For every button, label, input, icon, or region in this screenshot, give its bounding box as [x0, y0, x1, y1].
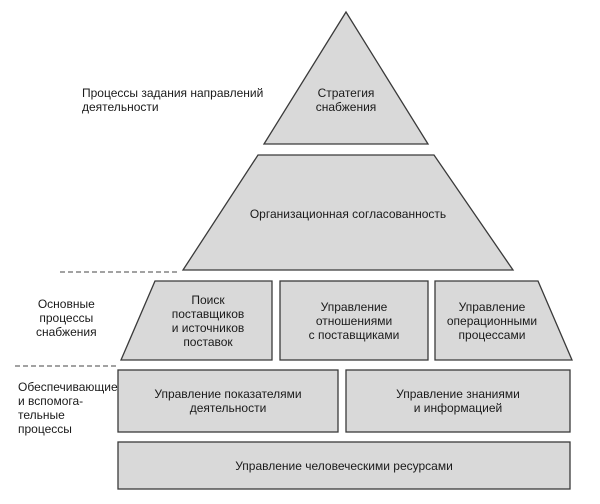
- hr-label: Управление человеческими ресурсами: [235, 459, 453, 473]
- strategy-triangle: [262, 10, 430, 145]
- operations-label: Управление операционными процессами: [446, 300, 538, 342]
- side-label-support: Обеспечивающие и вспомога- тельные проце…: [18, 380, 118, 436]
- strategy-label: Стратегия снабжения: [315, 86, 377, 114]
- sourcing-label: Поиск поставщиков и источников поставок: [171, 293, 245, 349]
- side-label-core: Основные процессы снабжения: [36, 297, 97, 339]
- alignment-trapezoid: [181, 154, 515, 271]
- sourcing-block: [120, 280, 273, 361]
- performance-label: Управление показателями деятельности: [154, 387, 302, 415]
- knowledge-label: Управление знаниями и информацией: [396, 387, 520, 415]
- operations-block: [434, 280, 573, 361]
- hr-block: [117, 441, 571, 490]
- supplier-relations-block: [279, 280, 429, 361]
- performance-block: [117, 369, 339, 433]
- knowledge-block: [345, 369, 571, 433]
- alignment-label: Организационная согласованность: [249, 207, 447, 221]
- side-label-direction: Процессы задания направлений деятельност…: [82, 86, 264, 114]
- supplier-relations-label: Управление отношениями с поставщиками: [308, 300, 400, 342]
